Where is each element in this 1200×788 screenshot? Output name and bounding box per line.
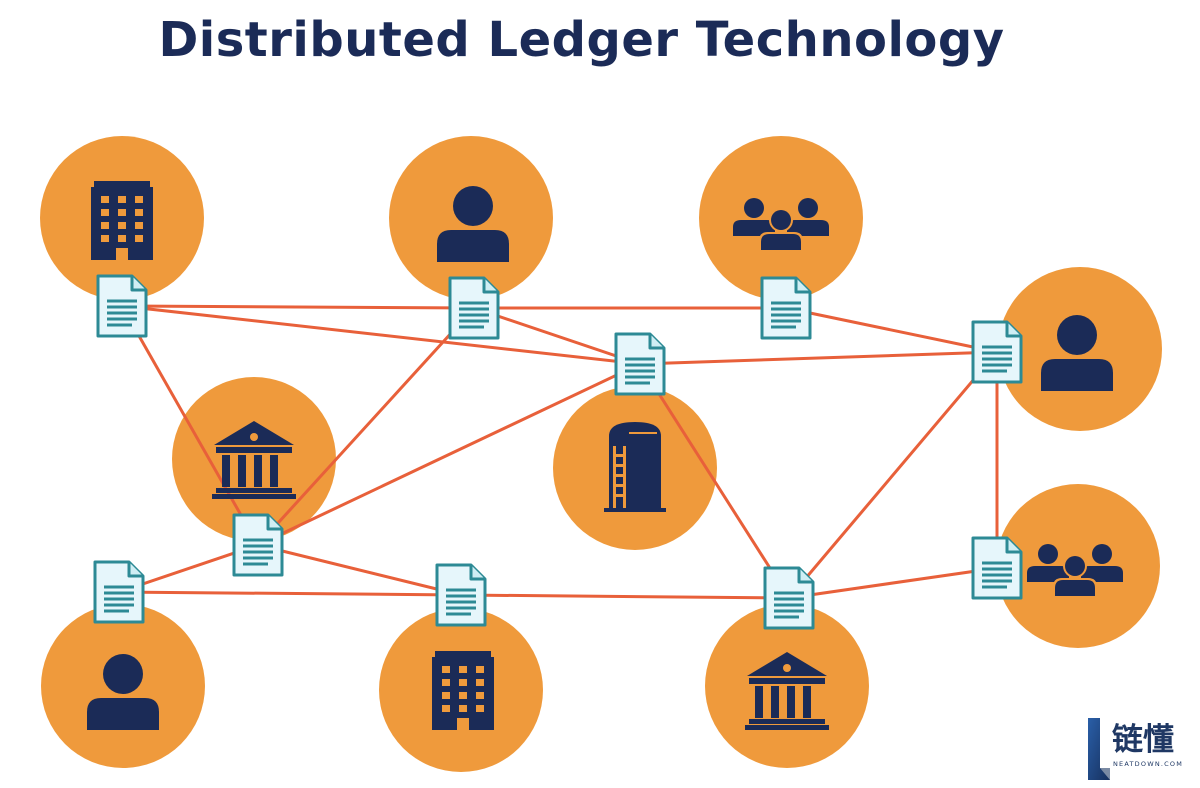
- edge-d9-d10: [460, 593, 790, 600]
- ledger-document-icon: [232, 513, 284, 577]
- ledger-document-icon: [96, 274, 148, 338]
- l-logo-icon: [1088, 718, 1110, 780]
- ledger-document-icon: [93, 560, 145, 624]
- page-title: Distributed Ledger Technology: [158, 12, 1005, 68]
- ledger-document-icon: [971, 536, 1023, 600]
- silo-icon: [604, 422, 666, 512]
- brand-name-en: NEATDOWN.COM: [1113, 760, 1184, 768]
- edge-d6-d4: [639, 350, 998, 366]
- edge-d1-d6: [121, 304, 641, 366]
- office-building-icon: [432, 651, 494, 730]
- edge-d1-d5: [120, 305, 260, 546]
- edge-d1-d2: [121, 304, 475, 310]
- ledger-document-icon: [971, 320, 1023, 384]
- edge-d2-d5: [256, 306, 476, 547]
- edge-d2-d6: [473, 306, 641, 366]
- ledger-document-icon: [760, 276, 812, 340]
- edge-d3-d4: [785, 306, 998, 354]
- ledger-document-icon: [435, 563, 487, 627]
- edge-d6-d10: [638, 363, 791, 599]
- edge-d5-d9: [257, 543, 462, 597]
- edge-d4-d10: [787, 351, 999, 599]
- brand-watermark: 链懂 NEATDOWN.COM: [1086, 716, 1196, 782]
- office-building-icon: [91, 181, 153, 260]
- ledger-document-icon: [448, 276, 500, 340]
- ledger-document-icon: [763, 566, 815, 630]
- edge-d8-d9: [118, 590, 462, 597]
- edge-d10-d7: [788, 566, 998, 600]
- edge-d6-d5: [257, 362, 641, 547]
- ledger-document-icon: [614, 332, 666, 396]
- brand-name-cn: 链懂: [1112, 722, 1174, 758]
